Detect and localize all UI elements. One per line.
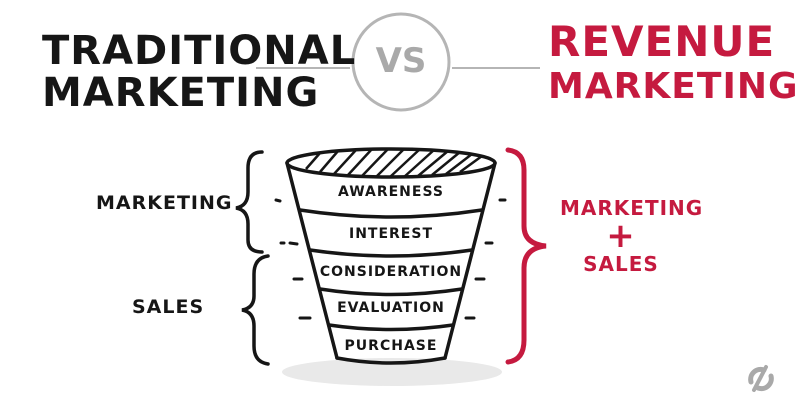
revenue-brace bbox=[505, 147, 547, 365]
title-left-line1: TRADITIONAL bbox=[42, 28, 357, 74]
title-traditional-marketing: TRADITIONAL MARKETING bbox=[42, 30, 356, 114]
funnel bbox=[285, 147, 497, 365]
stage-awareness: AWARENESS bbox=[337, 184, 444, 200]
vs-circle bbox=[351, 12, 451, 112]
right-label-line1: MARKETING bbox=[560, 196, 704, 220]
title-revenue-marketing: REVENUE MARKETING bbox=[548, 17, 799, 108]
title-right-line1: REVENUE bbox=[548, 17, 776, 66]
funnel-shadow bbox=[282, 358, 502, 386]
label-marketing: MARKETING bbox=[96, 192, 233, 214]
funnel-divider-3 bbox=[318, 287, 464, 297]
funnel-rim-hatching bbox=[305, 148, 483, 178]
stage-interest: INTEREST bbox=[348, 226, 433, 242]
funnel-dash-marks bbox=[274, 198, 507, 320]
title-right-line2: MARKETING bbox=[548, 66, 799, 108]
funnel-divider-1 bbox=[298, 208, 484, 219]
refresh-logo-icon bbox=[748, 365, 774, 392]
marketing-brace bbox=[235, 150, 264, 254]
funnel-divider-4 bbox=[327, 323, 455, 332]
funnel-bottom bbox=[335, 356, 447, 365]
funnel-divider-2 bbox=[308, 248, 474, 258]
plus-sign: + bbox=[606, 216, 636, 256]
sales-brace bbox=[241, 254, 270, 366]
stage-consideration: CONSIDERATION bbox=[319, 264, 463, 280]
label-sales: SALES bbox=[132, 296, 205, 318]
label-marketing-plus-sales: MARKETING + SALES bbox=[560, 196, 704, 276]
stage-purchase: PURCHASE bbox=[344, 338, 438, 354]
right-label-line2: SALES bbox=[583, 252, 659, 276]
title-left-line2: MARKETING bbox=[42, 70, 320, 116]
stage-evaluation: EVALUATION bbox=[337, 300, 445, 316]
vs-label: VS bbox=[375, 41, 427, 81]
